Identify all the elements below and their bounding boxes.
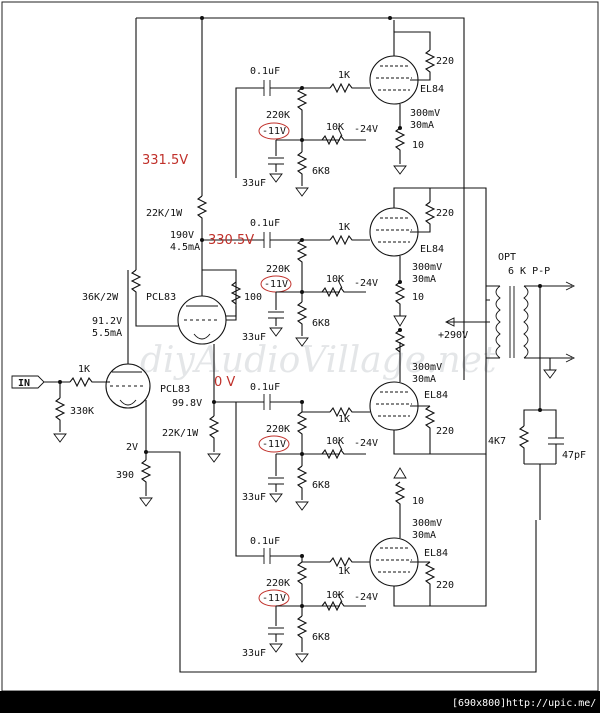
svg-text:220: 220 — [436, 56, 454, 67]
svg-text:2V: 2V — [126, 442, 138, 453]
svg-text:6K8: 6K8 — [312, 480, 330, 491]
output-stage-2: 0.1uF 1K 220K -11V 33uF 10K -24V 6K8 EL8… — [242, 187, 490, 347]
annotation-2: 330.5V — [208, 233, 254, 248]
svg-text:6K8: 6K8 — [312, 166, 330, 177]
footer-link[interactable]: http://upic.me/ — [506, 698, 596, 709]
svg-text:-11V: -11V — [262, 593, 286, 604]
svg-text:EL84: EL84 — [424, 548, 448, 559]
svg-text:EL84: EL84 — [424, 390, 448, 401]
svg-text:220K: 220K — [266, 424, 290, 435]
svg-text:99.8V: 99.8V — [172, 398, 202, 409]
svg-text:33uF: 33uF — [242, 492, 266, 503]
svg-text:1K: 1K — [338, 70, 350, 81]
input-grid-resistor: 1K — [69, 364, 110, 388]
footer-size: [690x800] — [452, 698, 506, 709]
cathode-resistor: 390 — [116, 459, 152, 496]
svg-text:300mV: 300mV — [412, 262, 442, 273]
svg-text:EL84: EL84 — [420, 244, 444, 255]
svg-text:+290V: +290V — [438, 330, 468, 341]
svg-text:220: 220 — [436, 208, 454, 219]
svg-text:390: 390 — [116, 470, 134, 481]
output-transformer: OPT 6 K P-P — [486, 252, 576, 410]
svg-text:300mV: 300mV — [412, 362, 442, 373]
svg-text:22K/1W: 22K/1W — [146, 208, 183, 219]
inverter-plate-resistor: 36K/2W — [82, 269, 142, 310]
svg-text:1K: 1K — [338, 222, 350, 233]
svg-text:220: 220 — [436, 580, 454, 591]
svg-text:1K: 1K — [338, 414, 350, 425]
svg-text:1K: 1K — [338, 566, 350, 577]
svg-text:6K8: 6K8 — [312, 632, 330, 643]
zobel-network: 4K7 47pF — [488, 408, 586, 520]
svg-text:4.5mA: 4.5mA — [170, 242, 200, 253]
svg-text:33uF: 33uF — [242, 648, 266, 659]
svg-text:-24V: -24V — [354, 438, 378, 449]
svg-text:-11V: -11V — [262, 439, 286, 450]
svg-text:100: 100 — [244, 292, 262, 303]
annotation-3: 0 V — [214, 375, 235, 390]
svg-text:0.1uF: 0.1uF — [250, 382, 280, 393]
svg-text:220K: 220K — [266, 578, 290, 589]
input-connector: IN — [11, 375, 45, 389]
svg-text:-24V: -24V — [354, 124, 378, 135]
svg-text:220K: 220K — [266, 110, 290, 121]
svg-text:PCL83: PCL83 — [160, 384, 190, 395]
svg-text:-24V: -24V — [354, 592, 378, 603]
watermark: diyAudioVillage.net — [140, 340, 497, 381]
svg-text:10: 10 — [412, 496, 424, 507]
svg-text:-11V: -11V — [262, 126, 286, 137]
svg-text:33uF: 33uF — [242, 178, 266, 189]
input-label: IN — [18, 378, 30, 389]
svg-text:330K: 330K — [70, 406, 94, 417]
svg-text:10K: 10K — [326, 122, 344, 133]
input-leak-resistor: 330K — [54, 397, 94, 432]
svg-text:4K7: 4K7 — [488, 436, 506, 447]
svg-text:30mA: 30mA — [412, 274, 436, 285]
svg-text:36K/2W: 36K/2W — [82, 292, 119, 303]
svg-text:30mA: 30mA — [410, 120, 434, 131]
svg-text:10K: 10K — [326, 274, 344, 285]
svg-text:10: 10 — [412, 292, 424, 303]
svg-text:6 K P-P: 6 K P-P — [508, 266, 550, 277]
svg-text:190V: 190V — [170, 230, 194, 241]
svg-text:0.1uF: 0.1uF — [250, 536, 280, 547]
svg-text:-24V: -24V — [354, 278, 378, 289]
svg-text:300mV: 300mV — [410, 108, 440, 119]
svg-text:0.1uF: 0.1uF — [250, 218, 280, 229]
svg-text:91.2V: 91.2V — [92, 316, 122, 327]
svg-text:1K: 1K — [78, 364, 90, 375]
svg-text:220K: 220K — [266, 264, 290, 275]
svg-text:OPT: OPT — [498, 252, 516, 263]
footer-bar: [690x800] http://upic.me/ — [0, 691, 600, 713]
svg-text:10K: 10K — [326, 590, 344, 601]
output-stage-1: 0.1uF 1K 220K -11V 33uF 10K -24V 6K8 EL8… — [235, 20, 454, 197]
svg-text:220: 220 — [436, 426, 454, 437]
svg-text:-11V: -11V — [264, 279, 288, 290]
inverter-cathode-resistor: 22K/1W — [162, 415, 220, 452]
svg-text:47pF: 47pF — [562, 450, 586, 461]
svg-text:30mA: 30mA — [412, 530, 436, 541]
svg-text:PCL83: PCL83 — [146, 292, 176, 303]
annotation-1: 331.5V — [142, 153, 188, 168]
svg-text:5.5mA: 5.5mA — [92, 328, 122, 339]
svg-text:10: 10 — [412, 140, 424, 151]
svg-text:6K8: 6K8 — [312, 318, 330, 329]
svg-text:300mV: 300mV — [412, 518, 442, 529]
b-plus-supply: +290V — [438, 317, 490, 341]
inverter-grid-resistor: 100 — [230, 281, 262, 305]
svg-text:22K/1W: 22K/1W — [162, 428, 199, 439]
svg-text:0.1uF: 0.1uF — [250, 66, 280, 77]
svg-text:33uF: 33uF — [242, 332, 266, 343]
driver-plate-resistor: 22K/1W — [146, 195, 208, 234]
output-stage-4: 0.1uF 1K 220K -11V 33uF 10K -24V 6K8 EL8… — [242, 454, 487, 663]
svg-text:EL84: EL84 — [420, 84, 444, 95]
svg-text:10K: 10K — [326, 436, 344, 447]
svg-text:30mA: 30mA — [412, 374, 436, 385]
